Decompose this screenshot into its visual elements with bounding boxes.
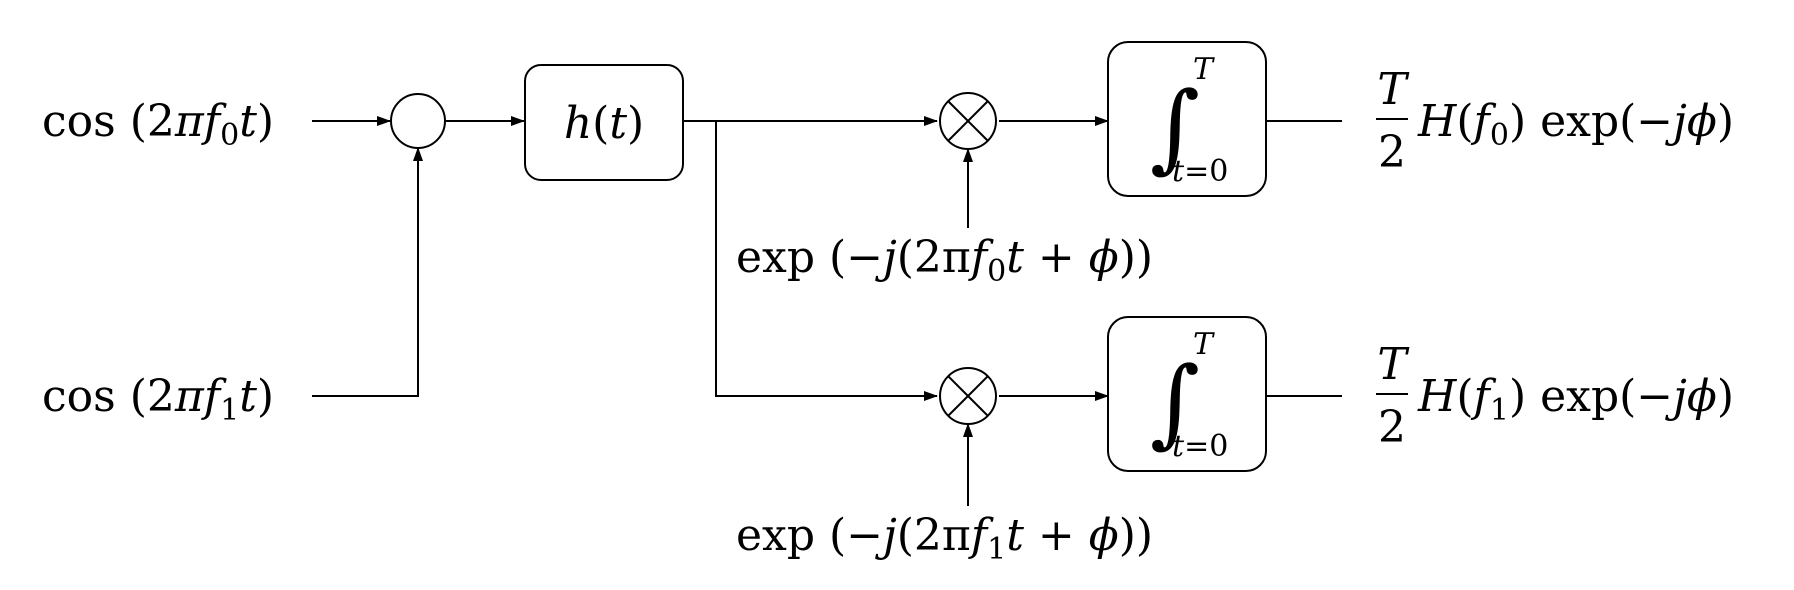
output-expression: H(f1) exp(−jϕ) [1417, 371, 1734, 428]
integrator-block-top: ∫ T t=0 [1107, 41, 1267, 197]
wire-in1-to-adder [312, 147, 423, 397]
filter-block: h(t) [524, 64, 684, 181]
reference-exp-f1: exp (−j(2πf1t + ϕ)) [736, 510, 1153, 567]
multiplier-bottom [939, 367, 997, 425]
integral-lower-limit: t=0 [1172, 429, 1228, 464]
output-fraction-numerator: T [1377, 64, 1410, 115]
output-bottom: T 2 H(f1) exp(−jϕ) [1376, 339, 1734, 453]
output-fraction-denominator: 2 [1378, 402, 1406, 453]
integral-lower-limit: t=0 [1172, 154, 1228, 189]
output-fraction-denominator: 2 [1378, 127, 1406, 178]
integral-sign-icon: ∫ [1150, 346, 1200, 458]
output-fraction-numerator: T [1377, 339, 1410, 390]
input-cos-f1: cos (2πf1t) [42, 371, 274, 428]
integrator-block-bottom: ∫ T t=0 [1107, 316, 1267, 472]
reference-exp-f0: exp (−j(2πf0t + ϕ)) [736, 232, 1153, 289]
filter-label: h(t) [564, 98, 644, 149]
input-cos-f0: cos (2πf0t) [42, 96, 274, 153]
summing-junction [390, 93, 446, 149]
integral-sign-icon: ∫ [1150, 71, 1200, 183]
wire-branch-to-mult1 [715, 121, 938, 401]
integral-upper-limit: T [1193, 327, 1215, 362]
integral-upper-limit: T [1193, 52, 1215, 87]
output-expression: H(f0) exp(−jϕ) [1417, 96, 1734, 153]
output-top: T 2 H(f0) exp(−jϕ) [1376, 64, 1734, 178]
multiplier-top [939, 92, 997, 150]
